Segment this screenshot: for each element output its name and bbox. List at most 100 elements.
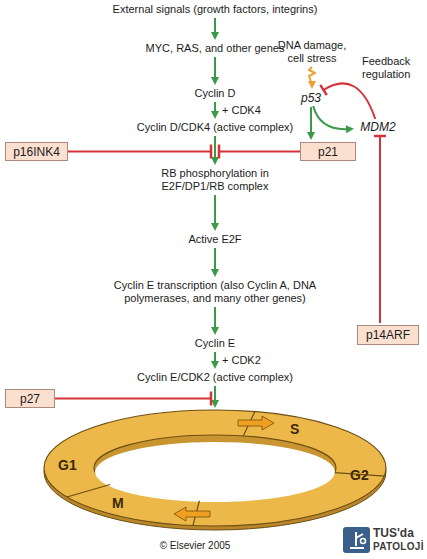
phase-label: G1 [58,458,77,473]
phase-divider [193,501,199,526]
node-text: Cyclin E transcription (also Cyclin A, D… [109,279,321,305]
inhibition-line [55,398,211,400]
edge-label: + CDK4 [222,104,261,117]
arrow-head [346,125,354,133]
phase-divider [243,412,255,436]
activation-arrow [211,57,219,85]
phase-divider [67,485,110,498]
connector-line [313,106,349,129]
arrow-head [211,400,219,408]
phase-label: M [112,496,124,511]
complex-text: Cyclin E/CDK2 (active complex) [105,371,325,384]
edge-label: Feedback regulation [362,55,416,81]
inhibition-line [219,145,300,159]
inhibition-connector [374,136,386,323]
activation-arrow [211,386,219,408]
inhibition-connector [320,83,375,119]
arrow-head [211,77,219,85]
connector-line [379,136,381,323]
ring-hole-wall [94,435,336,501]
box-label: p14ARF [366,328,410,342]
ring-outline [42,408,388,532]
inhibition-bar [210,392,213,406]
inhibition-line [68,145,211,159]
inhibition-bar [210,145,213,159]
signal-text: External signals (growth factors, integr… [60,3,370,16]
protein-text: Cyclin E [165,337,265,350]
activation-arrow [211,248,219,277]
arrow-head [211,327,219,335]
phase-label: G2 [350,468,369,483]
watermark-text: PATOLOJİ [373,541,424,553]
connector-line [214,352,216,364]
logo-stroke [355,532,357,546]
inhibitor-box: p14ARF [357,325,419,345]
edge-label: + CDK2 [222,354,261,367]
process-text: Cyclin E transcription (also Cyclin A, D… [109,279,321,305]
activation-arrow [211,307,219,335]
stress-signal-arrow [308,67,316,89]
ring-band [44,410,386,526]
activation-arrow [211,352,219,369]
connector-line [214,195,216,226]
logo-tile [343,527,370,553]
inhibitor-box: p16INK4 [5,142,68,161]
protein-text: MDM2 [355,120,401,134]
activation-arrow [211,136,219,165]
inhibitor-box: p21 [300,142,356,161]
inhibition-line [55,392,211,406]
arrow-head [308,81,316,89]
node-text: Cyclin D/CDK4 (active complex) [105,121,325,134]
connector-line [214,386,216,403]
inhibitor-box: p27 [5,389,55,408]
box-label: p27 [20,392,40,406]
node-text: Cyclin E/CDK2 (active complex) [105,371,325,384]
inhibition-bar [374,135,386,138]
logo-stroke [361,539,366,544]
arrow-head [211,223,219,231]
connector-line [214,248,216,272]
watermark-logo [343,527,370,553]
arrow-head [211,111,219,119]
copyright-note: © Elsevier 2005 [140,540,250,552]
activation-arrow [307,107,315,140]
node-text: Cyclin D [165,87,265,100]
stress-text: DNA damage, cell stress [277,39,347,65]
cell-cycle-ring: G1 S G2M [42,408,388,532]
phase-label: S [290,422,299,437]
connector-line [214,136,216,160]
node-text: p53 [298,91,324,105]
connector-line [324,83,376,119]
inhibition-bar [320,85,326,95]
watermark-text: TUS'da [373,527,414,540]
connector-line [214,18,216,35]
protein-text: Active E2F [155,233,275,246]
arrow-head [211,361,219,369]
node-text: Active E2F [155,233,275,246]
connector-line [310,107,312,135]
activation-arrow [313,106,354,133]
inhibition-line [219,151,300,153]
connector-line [214,57,216,80]
arrow-head [211,32,219,40]
ring-hole [95,442,335,502]
process-text: RB phosphorylation in E2F/DP1/RB complex [150,167,280,193]
connector-line [214,307,216,330]
activation-arrow [211,102,219,119]
arrow-head [307,132,315,140]
node-text: MDM2 [355,120,401,134]
logo-stroke [356,534,363,538]
protein-text: Cyclin D [165,87,265,100]
activation-arrow [211,18,219,40]
box-label: p21 [318,145,338,159]
connector-line [214,102,216,114]
inhibition-line [68,151,211,153]
protein-text: p53 [298,91,324,105]
logo-stroke [350,547,364,549]
activation-arrow [211,195,219,231]
box-label: p16INK4 [13,145,60,159]
node-text: External signals (growth factors, integr… [60,3,370,16]
node-text: RB phosphorylation in E2F/DP1/RB complex [150,167,280,193]
arrow-head [211,157,219,165]
